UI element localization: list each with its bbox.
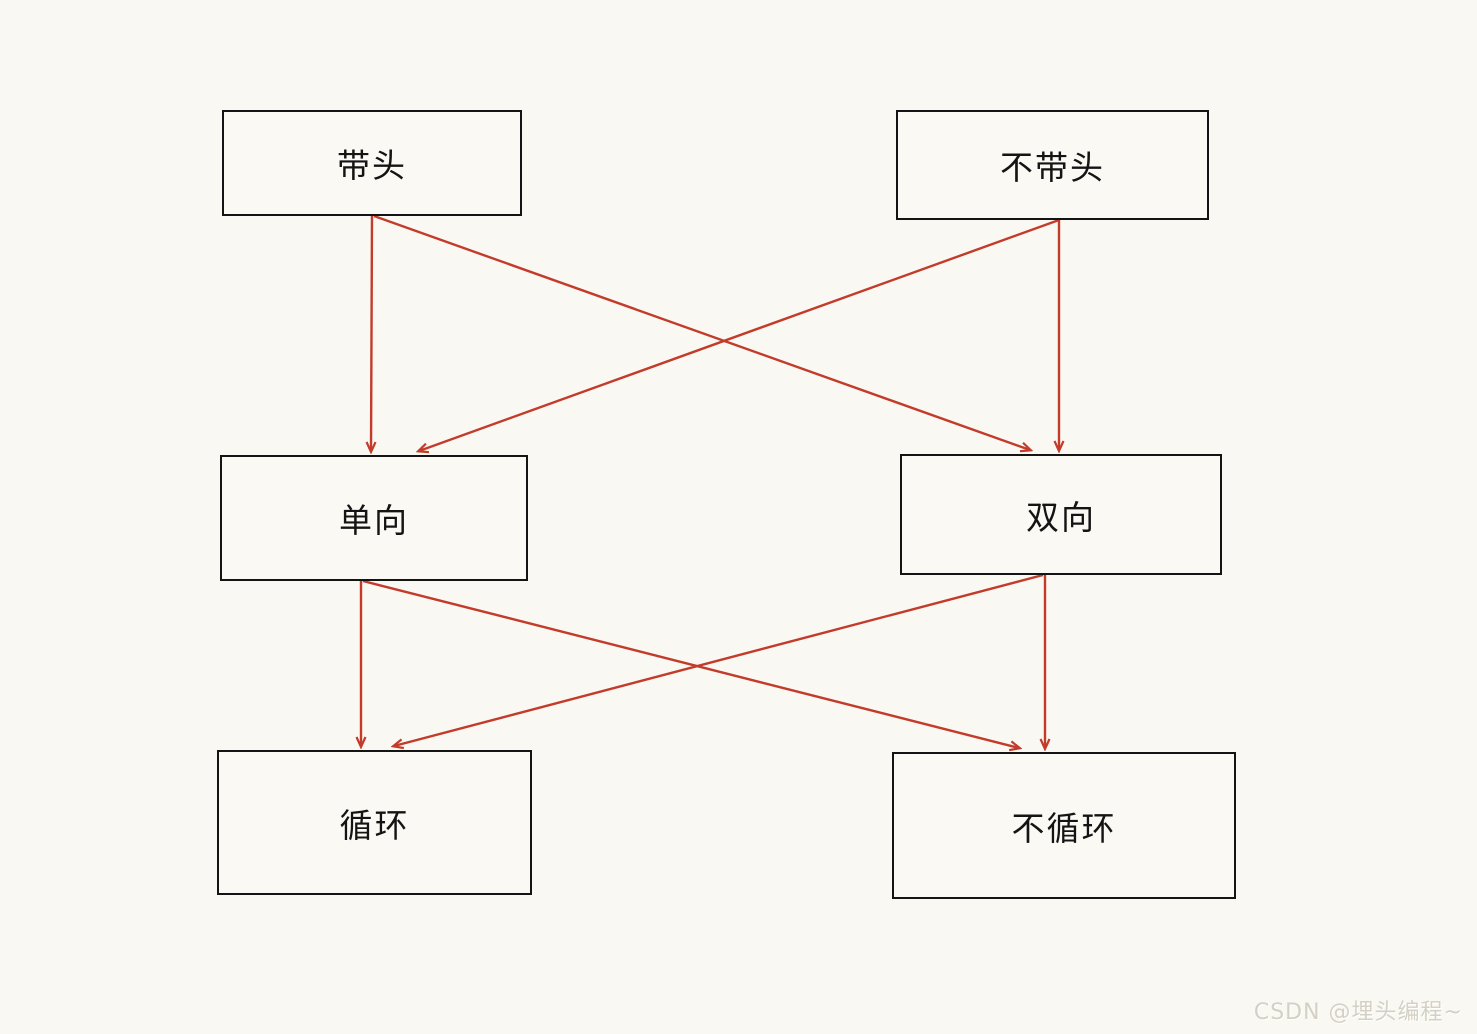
arrow-with-head-to-singly (371, 215, 372, 451)
node-doubly[interactable]: 双向 (900, 454, 1222, 575)
node-circular-label: 循环 (339, 805, 410, 845)
node-with-head-label: 带头 (337, 146, 407, 185)
arrow-singly-to-non-circular (362, 579, 1019, 748)
node-without-head[interactable]: 不带头 (896, 110, 1209, 220)
node-without-head-label: 不带头 (1000, 148, 1105, 187)
node-doubly-label: 双向 (1026, 497, 1096, 537)
arrow-doubly-to-circular (394, 573, 1044, 746)
csdn-watermark: CSDN @埋头编程~ (1253, 1000, 1463, 1025)
node-with-head[interactable]: 带头 (222, 110, 522, 216)
node-non-circular[interactable]: 不循环 (892, 752, 1236, 899)
node-non-circular-label: 不循环 (1011, 808, 1117, 848)
node-singly[interactable]: 单向 (220, 455, 528, 581)
arrow-with-head-to-doubly (373, 214, 1030, 450)
arrow-without-head-to-singly (419, 218, 1060, 451)
node-singly-label: 单向 (339, 501, 409, 540)
node-circular[interactable]: 循环 (217, 750, 532, 895)
